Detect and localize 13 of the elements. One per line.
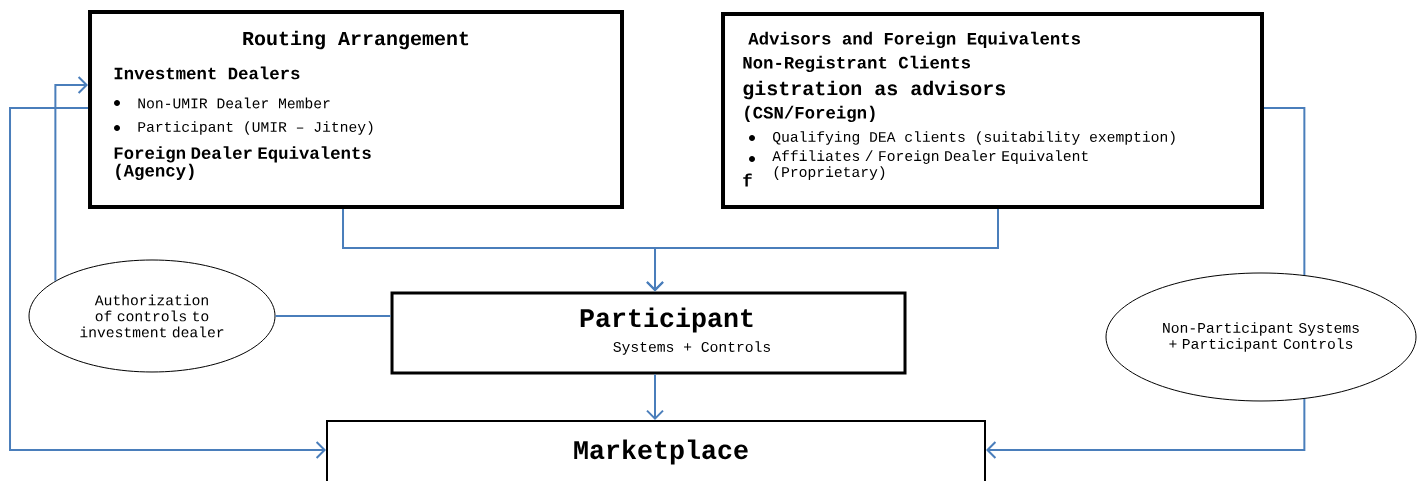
arrow	[646, 208, 999, 292]
arrow	[646, 373, 664, 420]
ellipse-note: Non-Participant Systems + Participant Controls	[1105, 272, 1417, 402]
connector-line	[1263, 107, 1306, 277]
ellipse-note: Authorization of controls to investment dealer	[28, 259, 276, 373]
participant-box: Participant Systems + Controls	[390, 291, 907, 375]
arrow	[54, 76, 89, 282]
arrow	[986, 397, 1306, 459]
routing-box: Routing Arrangement Investment Dealers Non-UMIR Dealer Member Participant (UMIR – Jitney) Foreign Dealer Equivalents (Agency)	[88, 10, 624, 209]
advisors-box: Advisors and Foreign Equivalents Non-Registrant Clients gistration as advisors (CSN/Foreign) Qualifying DEA clients (suitability exemption) Affiliates / Foreign Dealer Equivalent (Proprietary) f	[721, 12, 1264, 209]
arrow	[9, 107, 326, 459]
connector-line	[274, 315, 392, 317]
marketplace-box: Marketplace	[326, 420, 986, 481]
